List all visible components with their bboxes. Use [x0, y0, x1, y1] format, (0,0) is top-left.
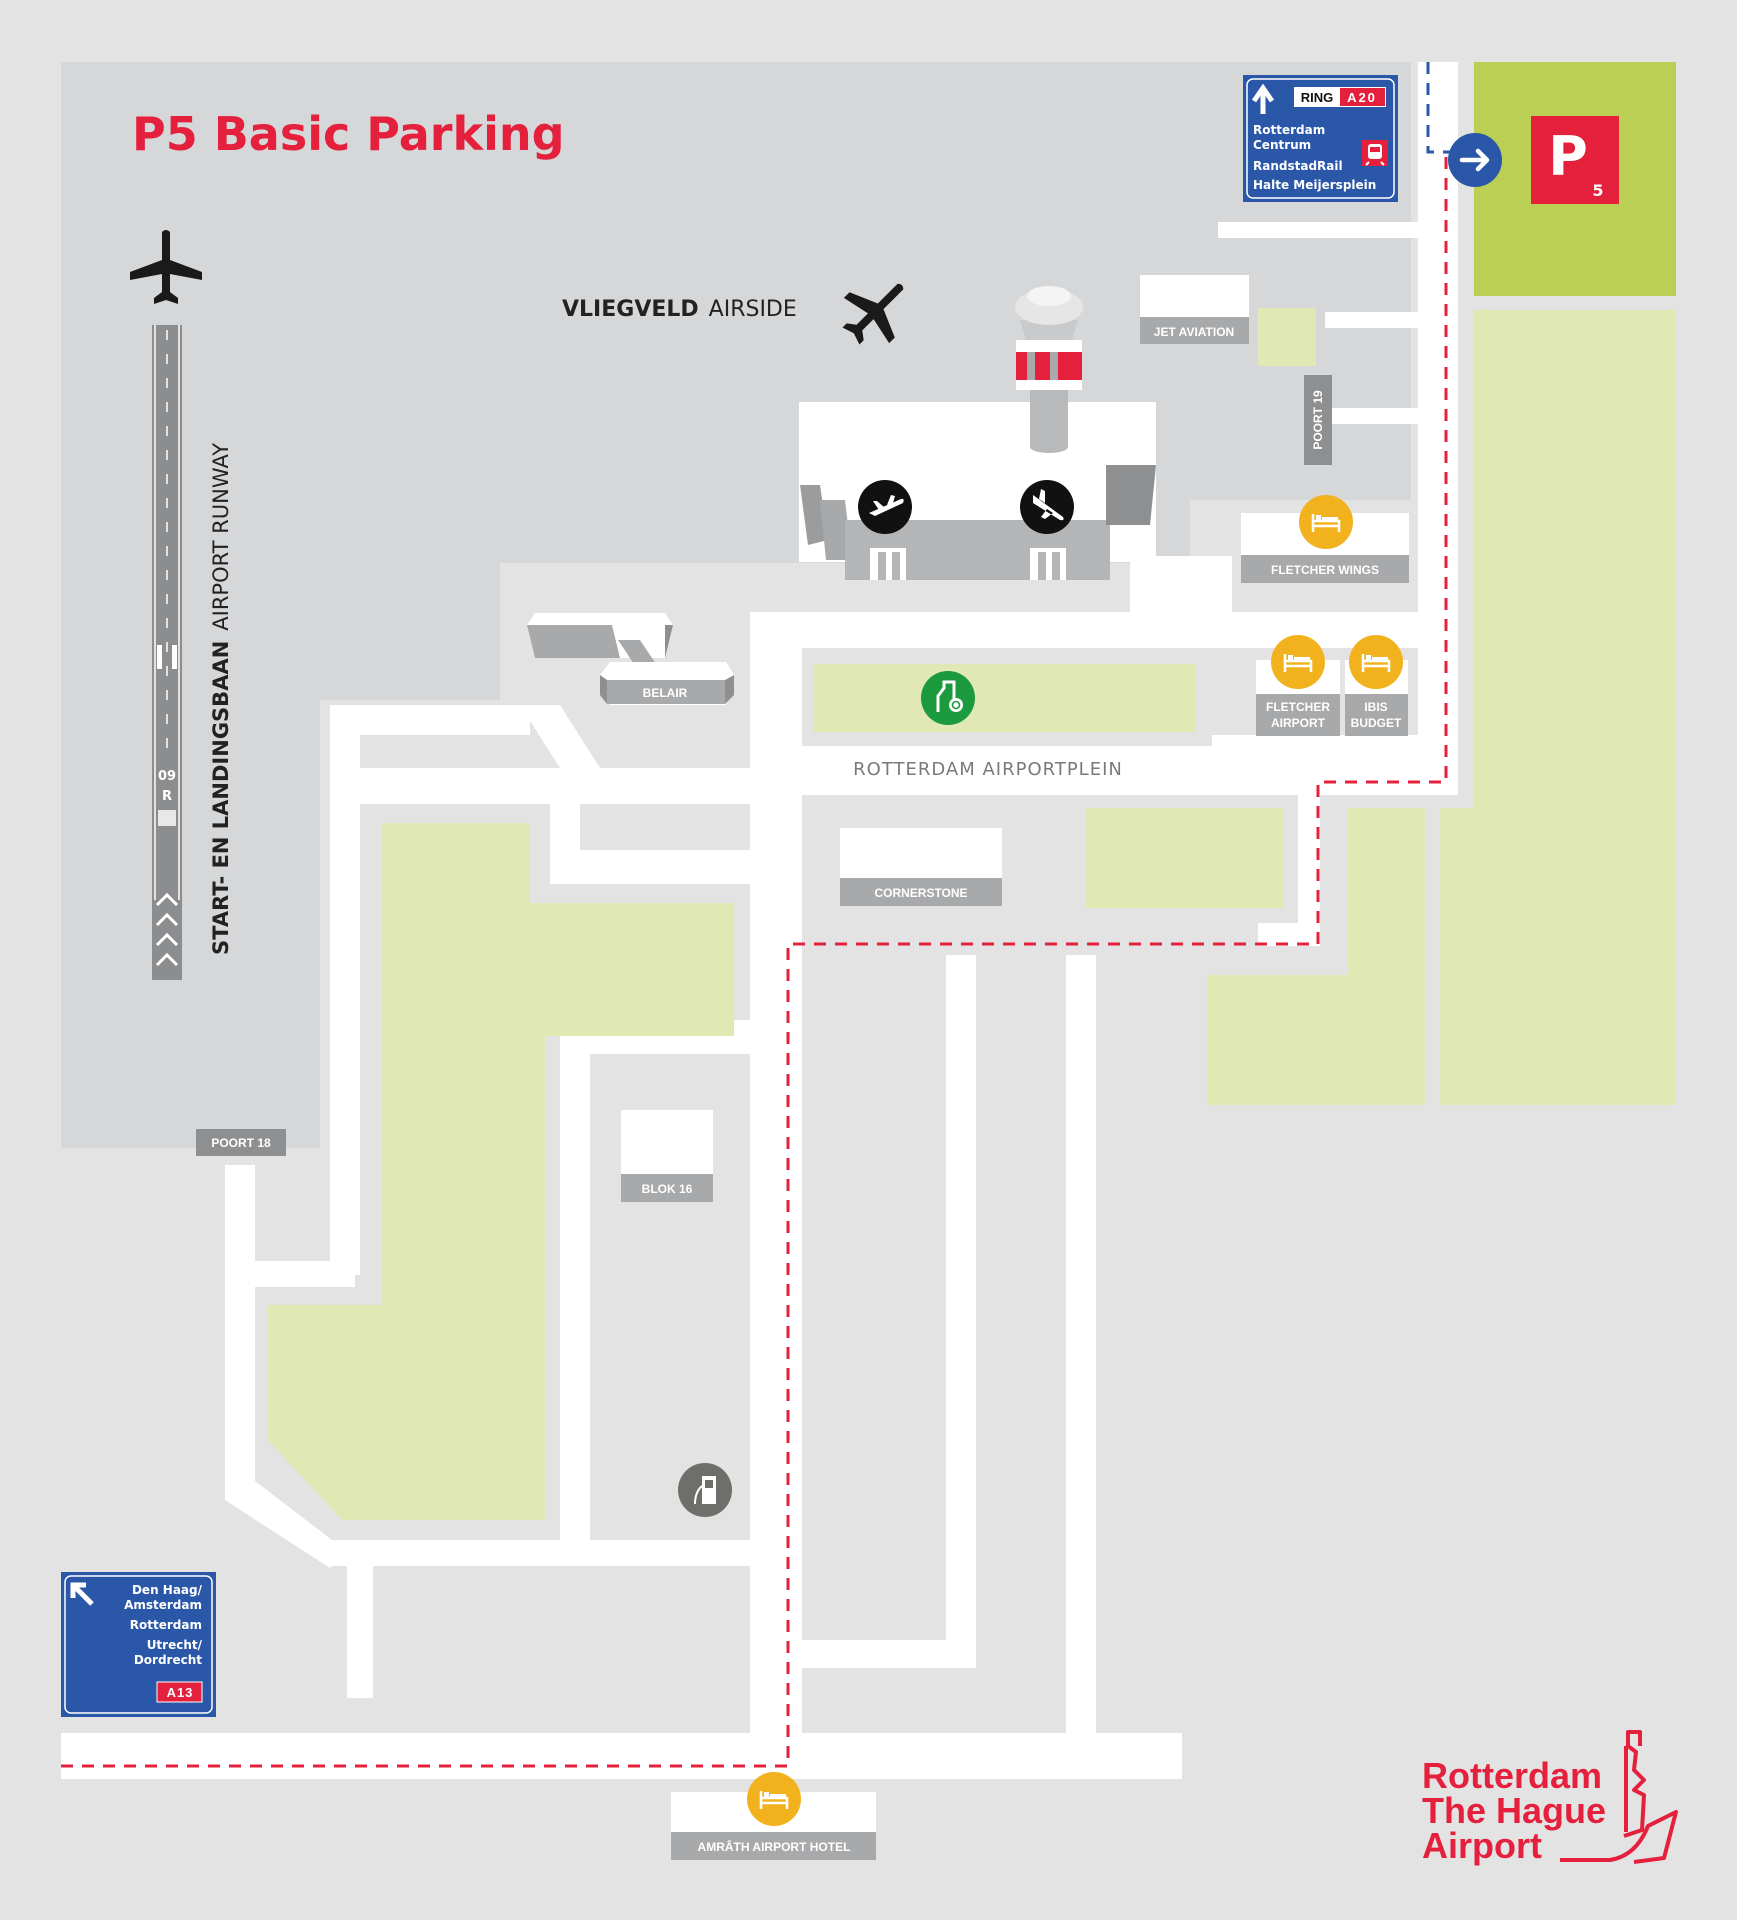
svg-text:AMRÂTH AIRPORT HOTEL: AMRÂTH AIRPORT HOTEL: [698, 1839, 851, 1854]
building-jet-aviation[interactable]: JET AVIATION: [1140, 275, 1249, 344]
svg-text:FLETCHER: FLETCHER: [1266, 700, 1330, 714]
svg-text:A20: A20: [1347, 90, 1377, 105]
svg-text:Dordrecht: Dordrecht: [134, 1653, 202, 1667]
bed-icon: [1299, 495, 1353, 549]
svg-text:Halte Meijersplein: Halte Meijersplein: [1253, 178, 1376, 192]
svg-text:JET AVIATION: JET AVIATION: [1154, 325, 1234, 339]
airport-logo: Rotterdam The Hague Airport: [1422, 1730, 1678, 1866]
road-sign-a13: Den Haag/ Amsterdam Rotterdam Utrecht/ D…: [61, 1572, 216, 1717]
airplane-icon: [130, 230, 202, 304]
svg-text:P: P: [1548, 125, 1588, 188]
svg-text:POORT 18: POORT 18: [211, 1136, 271, 1150]
page-title: P5 Basic Parking: [132, 107, 565, 161]
svg-text:IBIS: IBIS: [1364, 700, 1387, 714]
bed-icon: [1271, 635, 1325, 689]
svg-text:Rotterdam: Rotterdam: [1253, 123, 1325, 137]
svg-text:BLOK 16: BLOK 16: [642, 1182, 693, 1196]
runway-designator-letter: R: [162, 789, 172, 804]
building-blok-16[interactable]: BLOK 16: [621, 1110, 713, 1202]
gate-poort-19[interactable]: POORT 19: [1304, 375, 1332, 465]
arrivals-icon: [1020, 480, 1074, 534]
svg-text:AIRPORT: AIRPORT: [1271, 716, 1326, 730]
svg-text:Amsterdam: Amsterdam: [124, 1598, 202, 1612]
runway-designator-number: 09: [158, 769, 176, 784]
svg-text:FLETCHER WINGS: FLETCHER WINGS: [1271, 563, 1379, 577]
svg-text:5: 5: [1592, 181, 1603, 200]
svg-text:RandstadRail: RandstadRail: [1253, 159, 1343, 173]
route-entrance-blue: [1426, 62, 1450, 154]
road-sign-ring-a20: RING A20 Rotterdam Centrum RandstadRail …: [1243, 75, 1398, 202]
svg-text:POORT 19: POORT 19: [1311, 390, 1325, 450]
bed-icon: [747, 1772, 801, 1826]
svg-text:Den Haag/: Den Haag/: [132, 1583, 203, 1597]
roads: [61, 62, 1458, 1779]
svg-text:Centrum: Centrum: [1253, 138, 1311, 152]
building-cornerstone[interactable]: CORNERSTONE: [840, 828, 1002, 906]
departures-icon: [858, 480, 912, 534]
train-icon: [1362, 140, 1388, 166]
p5-parking-sign[interactable]: P 5: [1531, 116, 1619, 204]
street-label-airportplein: ROTTERDAM AIRPORTPLEIN: [853, 759, 1123, 780]
svg-text:CORNERSTONE: CORNERSTONE: [874, 886, 967, 900]
svg-text:A13: A13: [167, 1685, 194, 1700]
svg-text:BELAIR: BELAIR: [643, 686, 688, 700]
svg-text:RING: RING: [1301, 90, 1334, 105]
svg-text:The Hague: The Hague: [1422, 1790, 1606, 1831]
arrow-up-left-icon: [70, 1582, 94, 1606]
runway-label: START- EN LANDINGSBAANAIRPORT RUNWAY: [209, 443, 233, 955]
arrow-right-icon[interactable]: [1448, 133, 1502, 187]
bed-icon: [1349, 635, 1403, 689]
grass-areas: [268, 308, 1676, 1520]
arrow-up-icon: [1251, 83, 1275, 114]
payment-machine-icon[interactable]: [921, 671, 975, 725]
gate-poort-18[interactable]: POORT 18: [196, 1129, 286, 1156]
svg-text:Rotterdam: Rotterdam: [1422, 1755, 1602, 1796]
svg-text:Airport: Airport: [1422, 1825, 1542, 1866]
control-tower-logo-icon: [1560, 1730, 1678, 1864]
control-tower-icon: [1015, 286, 1083, 453]
svg-text:BUDGET: BUDGET: [1351, 716, 1402, 730]
building-belair[interactable]: BELAIR: [527, 613, 734, 705]
route-to-p5: [61, 150, 1448, 1768]
runway: 09 R: [152, 325, 182, 980]
terminal-building[interactable]: [799, 402, 1156, 580]
svg-text:Rotterdam: Rotterdam: [130, 1618, 202, 1632]
fuel-pump-icon[interactable]: [678, 1463, 732, 1517]
airplane-icon: [842, 283, 904, 345]
svg-text:Utrecht/: Utrecht/: [147, 1638, 203, 1652]
